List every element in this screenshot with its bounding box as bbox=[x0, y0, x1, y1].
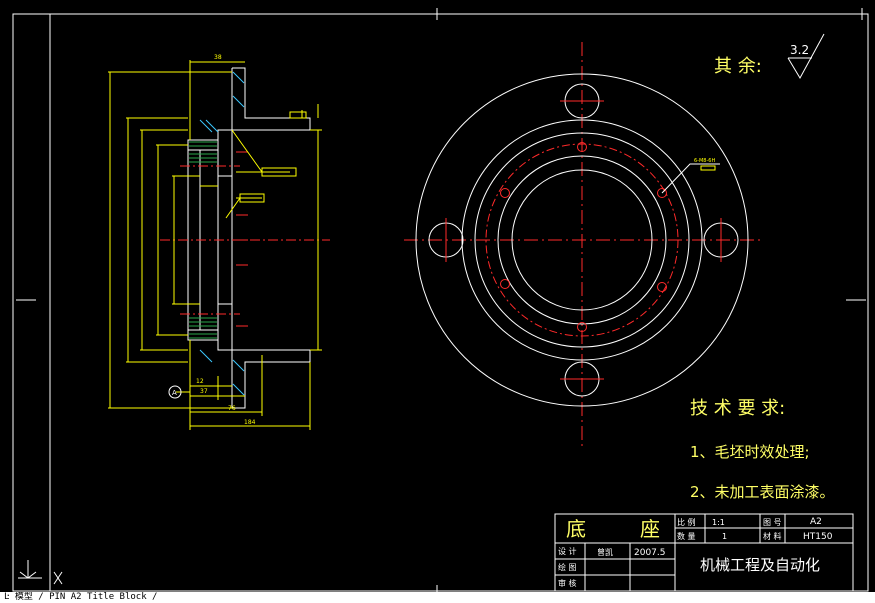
dim-76: 76 bbox=[228, 405, 236, 412]
part-name-2: 座 bbox=[640, 517, 660, 541]
section-hatch-2 bbox=[199, 71, 245, 396]
section-view bbox=[108, 60, 330, 430]
plan-centerlines bbox=[404, 42, 760, 446]
dim-184: 184 bbox=[244, 419, 256, 426]
school-name: 机械工程及自动化 bbox=[700, 556, 820, 574]
section-hatch bbox=[189, 141, 217, 339]
section-dimensions bbox=[108, 60, 322, 430]
datum-circle bbox=[168, 385, 182, 399]
designer: 曾凯 bbox=[597, 547, 613, 557]
material-value: HT150 bbox=[803, 532, 833, 542]
section-tolerance-frames bbox=[239, 111, 307, 203]
drawn-label: 绘 图 bbox=[558, 562, 577, 572]
hole-note: 6-M8-6H bbox=[694, 158, 715, 164]
check-label: 审 核 bbox=[558, 578, 577, 588]
ucs-icon bbox=[18, 560, 63, 585]
qty-label: 数 量 bbox=[677, 531, 696, 541]
surface-note-prefix: 其 余: bbox=[714, 56, 762, 77]
dim-37: 37 bbox=[200, 388, 208, 395]
dim-12: 12 bbox=[196, 378, 204, 385]
qty-value: 1 bbox=[722, 532, 727, 541]
title-block-texts: 底 座 比 例 1:1 图 号 A2 数 量 1 材 料 HT150 设 计 曾… bbox=[558, 517, 833, 588]
plan-view bbox=[404, 42, 760, 446]
section-red-ticks bbox=[236, 151, 248, 327]
dim-top-width: 38 bbox=[214, 54, 222, 61]
date: 2007.5 bbox=[634, 548, 666, 558]
roughness-symbol bbox=[787, 33, 825, 80]
section-dim-texts: 38 12 37 76 184 bbox=[196, 54, 256, 426]
drawing-no-label: 图 号 bbox=[763, 518, 782, 527]
bolt-circle bbox=[485, 143, 679, 337]
tech-item-2: 2、未加工表面涂漆。 bbox=[690, 483, 835, 501]
design-label: 设 计 bbox=[558, 546, 577, 556]
part-name-1: 底 bbox=[566, 517, 586, 541]
drawing-frame bbox=[12, 8, 869, 597]
material-label: 材 料 bbox=[763, 531, 782, 541]
layout-tabs-bar[interactable]: Ŀ 模型 / PIN A2 Title Block / bbox=[0, 592, 875, 603]
scale-value: 1:1 bbox=[712, 518, 725, 527]
hole-note-leader bbox=[661, 163, 720, 194]
scale-label: 比 例 bbox=[677, 517, 696, 527]
drawing-no-value: A2 bbox=[810, 517, 822, 527]
title-block bbox=[554, 513, 854, 592]
roughness-value: 3.2 bbox=[790, 43, 809, 57]
tech-title: 技 术 要 求: bbox=[690, 398, 785, 419]
datum-label: A bbox=[172, 389, 177, 397]
threaded-holes bbox=[500, 142, 667, 332]
tech-item-1: 1、毛坯时效处理; bbox=[690, 443, 810, 461]
hole-centerlines bbox=[445, 100, 722, 380]
